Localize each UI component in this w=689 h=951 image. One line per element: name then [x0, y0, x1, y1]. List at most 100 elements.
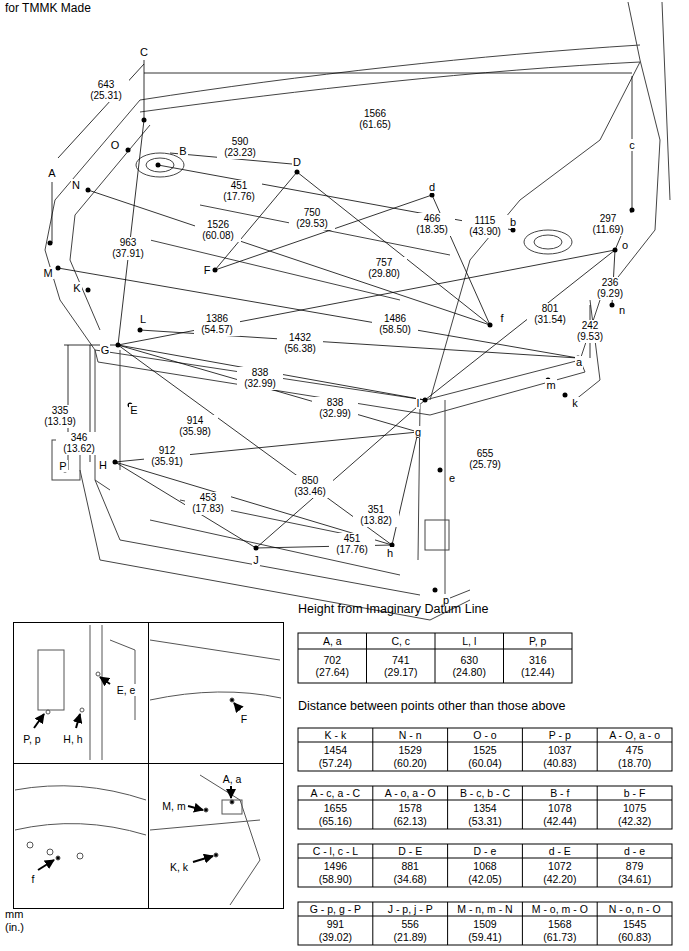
inset-sketch [47, 849, 53, 855]
inset-sketch [230, 800, 234, 804]
point-letter: o [621, 239, 629, 252]
point-letter: O [110, 139, 121, 152]
point-letter: K [72, 282, 81, 295]
inset-arrow [100, 677, 110, 684]
table-header-cell: P, p [529, 635, 546, 647]
table-grid [298, 728, 672, 771]
table-header-cell: D - E [398, 845, 422, 857]
inset-label: P, p [22, 733, 41, 745]
point-letter: C [139, 46, 149, 59]
dimension-value: 838 (32.99) [237, 367, 283, 390]
inset-arrow [34, 677, 240, 870]
table-value-cell: 1525 (60.04) [462, 744, 508, 768]
measuring-point [213, 268, 218, 273]
inset-sketch [230, 698, 234, 702]
table-header-cell: M - o, m - O [532, 903, 588, 915]
table-header-cell: B - f [550, 787, 569, 799]
table-header-cell: P - p [549, 729, 571, 741]
inset-sketch [150, 640, 280, 660]
table-grid [367, 633, 504, 683]
inset-sketch [150, 692, 281, 700]
table-header-cell: N - n [399, 729, 422, 741]
table-value-cell: 1354 (53.31) [462, 802, 508, 826]
table-grid [298, 633, 672, 945]
inset-arrow [38, 860, 54, 870]
point-letter: g [414, 426, 422, 439]
measuring-point [488, 323, 493, 328]
inset-label: H, h [62, 733, 83, 745]
inset-sketch [150, 820, 260, 830]
inset-sketch [200, 775, 260, 905]
table-value-cell: 1578 (62.13) [387, 802, 433, 826]
point-letter: f [499, 312, 504, 325]
point-letter: A [47, 167, 56, 180]
body-outline [95, 350, 110, 490]
table-header-cell: K - k [325, 729, 347, 741]
table-header-cell: A - c, a - C [311, 787, 361, 799]
table-value-cell: 1568 (61.73) [537, 918, 583, 942]
inset-sketch [110, 640, 135, 720]
dimension-value: 1526 (60.08) [195, 219, 241, 242]
measuring-point [138, 328, 143, 333]
dimension-value: 451 (17.76) [329, 533, 375, 556]
table-header-cell: J - p, j - P [388, 903, 433, 915]
inset-sketch [38, 650, 64, 710]
dimension-line [58, 268, 578, 358]
body-outline [146, 158, 174, 172]
inset-sketch [102, 625, 103, 760]
dimension-line [425, 250, 615, 400]
table-value-cell: 991 (39.02) [312, 918, 358, 942]
dimension-value: 643 (25.31) [83, 79, 129, 102]
point-letter: k [571, 397, 579, 410]
inset-sketch [46, 710, 50, 714]
body-outline [575, 300, 600, 400]
dimension-line [118, 345, 425, 400]
body-outline [524, 230, 572, 254]
point-letter: N [71, 179, 81, 192]
measuring-point [86, 288, 91, 293]
inset-sketch [15, 786, 146, 800]
point-letter: a [575, 356, 583, 369]
point-letter: b [509, 216, 517, 229]
table-value-cell: 316 (12.44) [515, 654, 561, 678]
body-outline [662, 2, 670, 200]
inset-sketch [27, 842, 33, 848]
table-value-cell: 881 (34.68) [387, 860, 433, 884]
point-letter: J [252, 554, 260, 567]
table-value-cell: 741 (29.17) [378, 654, 424, 678]
measuring-point [126, 148, 131, 153]
point-letter: L [139, 313, 147, 326]
dimension-value: 1486 (58.50) [372, 313, 418, 336]
page-title: for TMMK Made [5, 2, 91, 16]
dimension-value: 655 (25.79) [462, 448, 508, 471]
body-outline [95, 480, 420, 595]
table-value-cell: 630 (24.80) [446, 654, 492, 678]
dimension-value: 912 (35.91) [144, 445, 190, 468]
point-letter: d [428, 181, 436, 194]
inset-sketch [204, 808, 208, 812]
dimension-line [144, 60, 145, 120]
unit-note: mm (in.) [5, 908, 35, 933]
dimension-value: 1386 (54.57) [194, 313, 240, 336]
body-outline [140, 62, 640, 112]
measuring-point [423, 398, 428, 403]
inset-arrow [193, 856, 213, 862]
dimension-value: 351 (13.82) [353, 504, 399, 527]
dimension-line [118, 120, 144, 345]
inset-sketch [214, 853, 218, 857]
point-letter: m [545, 379, 556, 392]
inset-panel: A, aM, mK, k [148, 763, 284, 909]
dimension-line [115, 462, 256, 548]
body-outline [80, 470, 470, 620]
table-value-cell: 1068 (42.05) [462, 860, 508, 884]
inset-sketch [56, 856, 60, 860]
measuring-point [156, 163, 161, 168]
dimension-value: 335 (13.19) [37, 405, 83, 428]
measuring-point [48, 241, 53, 246]
inset-panel: f [13, 763, 149, 909]
table-header-cell: A - o, a - O [385, 787, 436, 799]
measuring-point [295, 170, 300, 175]
table-value-cell: 1078 (42.44) [537, 802, 583, 826]
table-header-cell: M - n, m - N [457, 903, 512, 915]
table-heading: Distance between points other than those… [298, 699, 566, 713]
